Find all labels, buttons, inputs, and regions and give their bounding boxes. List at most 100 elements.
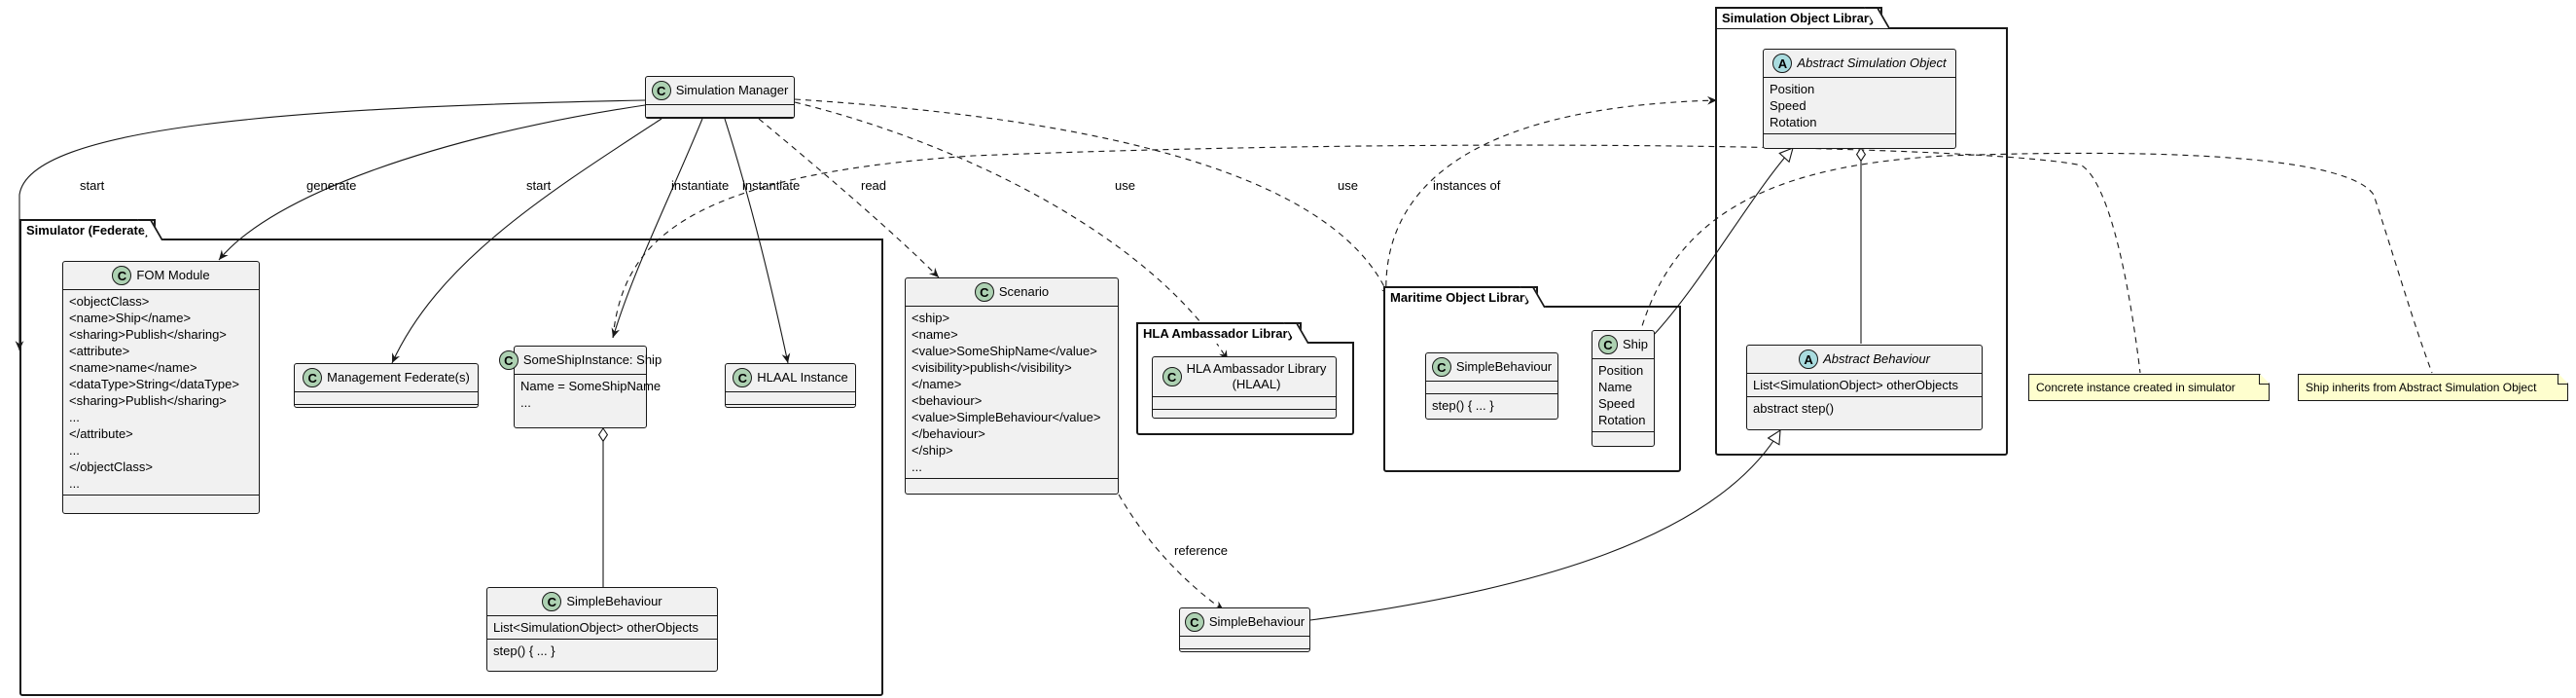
attribute-line: <sharing>Publish</sharing> bbox=[69, 393, 227, 408]
edge-label-read: read bbox=[861, 178, 887, 193]
attribute-line: Name = SomeShipName bbox=[520, 379, 662, 393]
attribute-line: Rotation bbox=[1598, 413, 1646, 427]
edge-label-instances-of: instances of bbox=[1433, 178, 1501, 193]
class-title: SomeShipInstance: Ship bbox=[522, 352, 662, 367]
class-title-line: (HLAAL) bbox=[1232, 377, 1281, 391]
class-methods bbox=[295, 404, 478, 417]
edge-instantiate-ship bbox=[611, 118, 703, 339]
package-simulator bbox=[19, 239, 883, 696]
edge-label-generate: generate bbox=[306, 178, 357, 193]
package-simobj bbox=[1715, 27, 2008, 456]
attribute-line: ... bbox=[912, 459, 922, 474]
class-attributes: Position Speed Rotation bbox=[1764, 77, 1955, 133]
note-text: Ship inherits from Abstract Simulation O… bbox=[2306, 381, 2537, 394]
attribute-line: <behaviour> bbox=[912, 393, 983, 408]
attribute-line: <value>SomeShipName</value> bbox=[912, 344, 1097, 358]
class-attributes bbox=[1153, 396, 1336, 409]
edge-read-scenario bbox=[758, 118, 940, 278]
edge-label-use-hla: use bbox=[1115, 178, 1135, 193]
class-title: Management Federate(s) bbox=[327, 370, 470, 385]
class-attributes bbox=[646, 104, 794, 117]
edge-use-hla bbox=[794, 101, 1229, 361]
class-badge-icon: C bbox=[1184, 612, 1204, 632]
edge-reference bbox=[1118, 494, 1225, 611]
class-badge-icon: C bbox=[112, 266, 132, 285]
method-line: step() { ... } bbox=[493, 643, 555, 658]
class-attributes bbox=[726, 391, 855, 404]
attribute-line: <value>SimpleBehaviour</value> bbox=[912, 410, 1101, 424]
edge-label-start-mgmt: start bbox=[526, 178, 552, 193]
attribute-line: ... bbox=[69, 443, 80, 458]
class-methods: step() { ... } bbox=[487, 639, 717, 662]
class-management-federates[interactable]: C Management Federate(s) bbox=[294, 363, 479, 408]
attribute-line: <visibility>publish</visibility> bbox=[912, 360, 1072, 375]
class-attributes bbox=[1426, 381, 1557, 393]
class-methods bbox=[1764, 133, 1955, 146]
attribute-line: Position bbox=[1598, 363, 1644, 378]
edge-ship-extends bbox=[1652, 148, 1793, 337]
class-title: Scenario bbox=[998, 284, 1050, 299]
attribute-line: ... bbox=[520, 395, 531, 410]
attribute-line: Speed bbox=[1770, 98, 1807, 113]
class-methods bbox=[906, 478, 1118, 491]
attribute-line: <ship> bbox=[912, 311, 950, 325]
package-simulator-tab: Simulator (Federate) bbox=[19, 219, 157, 240]
attribute-line: Rotation bbox=[1770, 115, 1817, 129]
class-attributes: List<SimulationObject> otherObjects bbox=[1747, 373, 1982, 396]
attribute-line: </ship> bbox=[912, 443, 953, 458]
class-methods bbox=[1180, 648, 1309, 661]
class-methods bbox=[726, 404, 855, 417]
note-text: Concrete instance created in simulator bbox=[2036, 381, 2236, 394]
class-title: Ship bbox=[1622, 337, 1649, 351]
class-title: Abstract Behaviour bbox=[1823, 351, 1930, 366]
class-scenario[interactable]: C Scenario <ship> <name> <value>SomeShipN… bbox=[905, 277, 1119, 495]
class-methods: abstract step() bbox=[1747, 396, 1982, 420]
note-fold-icon bbox=[2558, 375, 2567, 385]
attribute-line: <objectClass> bbox=[69, 294, 150, 309]
class-title: HLA Ambassador Library(HLAAL) bbox=[1187, 361, 1327, 392]
attribute-line: <name>name</name> bbox=[69, 360, 197, 375]
class-methods bbox=[63, 495, 259, 507]
class-methods bbox=[1592, 431, 1654, 444]
edge-start-simulator bbox=[15, 99, 646, 350]
class-attributes: Position Name Speed Rotation bbox=[1592, 358, 1654, 431]
class-attributes: <ship> <name> <value>SomeShipName</value… bbox=[906, 306, 1118, 478]
attribute-line: ... bbox=[69, 410, 80, 424]
attribute-line: List<SimulationObject> otherObjects bbox=[493, 620, 698, 635]
edge-instances-of bbox=[1385, 95, 1718, 298]
attribute-line: Name bbox=[1598, 380, 1632, 394]
class-methods bbox=[646, 117, 794, 129]
attribute-line: <name> bbox=[912, 327, 958, 342]
class-attributes bbox=[295, 391, 478, 404]
attribute-line: List<SimulationObject> otherObjects bbox=[1753, 378, 1958, 392]
class-badge-icon: C bbox=[498, 350, 519, 370]
class-badge-icon: C bbox=[974, 282, 994, 302]
attribute-line: </objectClass> bbox=[69, 459, 153, 474]
class-badge-icon: C bbox=[542, 592, 562, 611]
class-title: HLAAL Instance bbox=[757, 370, 848, 385]
note-ship-inherits: Ship inherits from Abstract Simulation O… bbox=[2298, 374, 2568, 401]
attribute-line: </name> bbox=[912, 377, 962, 391]
attribute-line: <attribute> bbox=[69, 344, 130, 358]
edge-start-mgmt bbox=[391, 118, 662, 364]
method-line: abstract step() bbox=[1753, 401, 1835, 416]
class-badge-icon: C bbox=[303, 368, 323, 387]
edge-use-maritime bbox=[794, 98, 1390, 298]
note-fold-icon bbox=[2259, 375, 2269, 385]
package-maritime-tab: Maritime Object Library bbox=[1383, 286, 1539, 308]
class-title-line: HLA Ambassador Library bbox=[1186, 361, 1327, 376]
attribute-line: Speed bbox=[1598, 396, 1635, 411]
note-concrete-instance: Concrete instance created in simulator bbox=[2028, 374, 2270, 401]
